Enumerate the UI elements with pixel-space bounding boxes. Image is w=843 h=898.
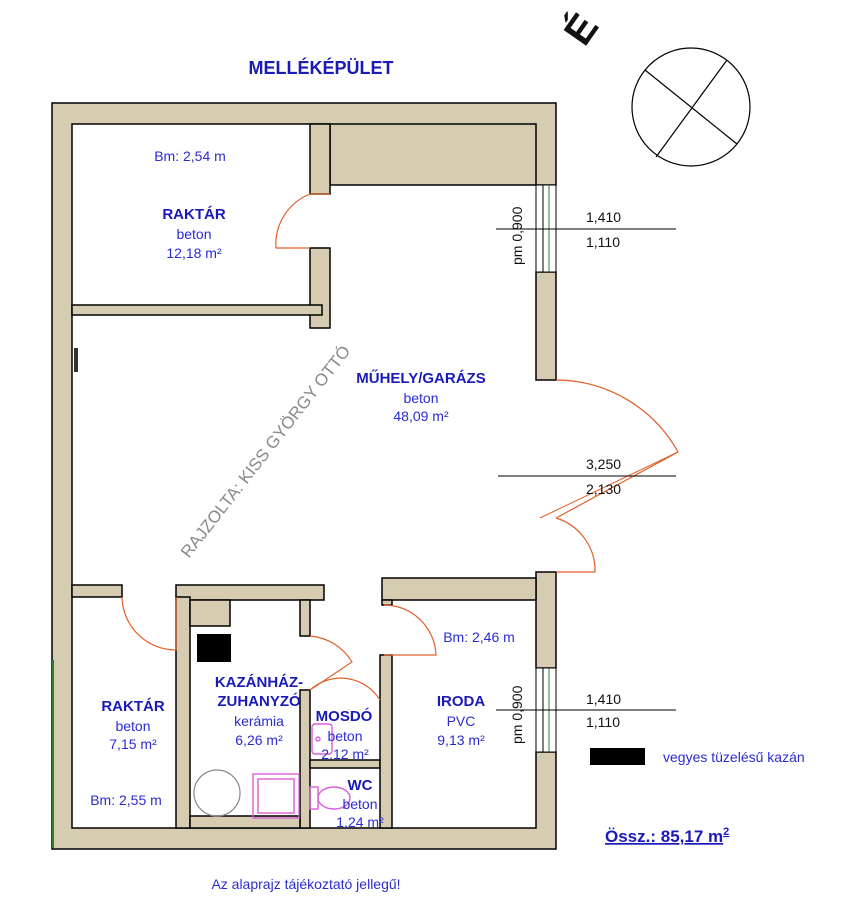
- door-raktar-top: [275, 193, 330, 249]
- wall-kazan-bottom: [189, 815, 301, 829]
- iroda-area: 9,13 m²: [437, 732, 485, 748]
- wall-right-lower: [535, 571, 557, 669]
- total-area-sup: 2: [723, 826, 729, 838]
- total-area-text: Össz.: 85,17 m: [605, 827, 723, 846]
- mosdo-name: MOSDÓ: [316, 707, 373, 725]
- sink: [311, 723, 333, 755]
- kazan-symbol: [197, 634, 231, 662]
- muhely-name: MŰHELY/GARÁZS: [356, 369, 485, 387]
- footer-note: Az alaprajz tájékoztató jellegű!: [211, 876, 400, 892]
- window-iroda-width: 1,110: [586, 714, 620, 730]
- north-label: É: [555, 6, 607, 54]
- wall-kazan-right: [299, 599, 311, 637]
- iroda-name: IRODA: [437, 693, 486, 710]
- gate-width: 2,130: [586, 481, 621, 497]
- raktar-top-area: 12,18 m²: [166, 245, 222, 261]
- door-iroda: [383, 604, 437, 656]
- iroda-floor: PVC: [447, 713, 476, 729]
- raktar-top-name: RAKTÁR: [162, 206, 225, 223]
- iroda-height: Bm: 2,46 m: [443, 629, 515, 645]
- muhely-floor: beton: [403, 390, 438, 406]
- door-kazan: [309, 635, 353, 691]
- raktar-bottom-floor: beton: [115, 718, 150, 734]
- total-area: Össz.: 85,17 m2: [605, 826, 729, 846]
- wall-kazan-mosdo: [299, 689, 311, 829]
- wall-wc-iroda: [379, 654, 393, 829]
- wc-name: WC: [348, 777, 373, 794]
- kazanhaz-name-1: KAZÁNHÁZ-: [215, 674, 303, 691]
- window-top-sill: pm 0,900: [509, 206, 525, 265]
- shower-tray: [252, 773, 300, 819]
- wall-bottom-left: [71, 584, 123, 598]
- wall-raktar-right-lower: [309, 247, 331, 329]
- wall-raktar-bottom: [71, 304, 323, 316]
- watermark: RAJZOLTA: KISS GYÖRGY OTTÓ: [177, 342, 354, 561]
- raktar-top-height: Bm: 2,54 m: [154, 148, 226, 164]
- door-gate-upper: [555, 379, 679, 519]
- toilet: [309, 786, 351, 810]
- compass: [631, 47, 751, 167]
- wall-raktar-kazan: [175, 596, 191, 829]
- kazanhaz-name-2: ZUHANYZÓ: [217, 692, 301, 710]
- door-mosdo: [309, 677, 381, 701]
- legend-kazan-symbol: [590, 748, 645, 765]
- muhely-area: 48,09 m²: [393, 408, 449, 424]
- wall-bottom-right: [381, 577, 537, 601]
- window-iroda-height: 1,410: [586, 691, 621, 707]
- raktar-bottom-name: RAKTÁR: [101, 698, 164, 715]
- wall-bottom-center: [175, 584, 325, 601]
- window-top-height: 1,410: [586, 209, 621, 225]
- window-iroda-sill: pm 0,900: [509, 685, 525, 744]
- building-title: MELLÉKÉPÜLET: [248, 57, 393, 78]
- mosdo-area: 2,12 m²: [321, 746, 369, 762]
- door-raktar-bottom: [121, 596, 177, 651]
- door-gate-lower: [555, 517, 596, 573]
- window-top-width: 1,110: [586, 234, 620, 250]
- wall-kazan-inner: [189, 599, 231, 627]
- wall-right-mid: [535, 271, 557, 381]
- doors: [121, 193, 679, 701]
- legend-kazan-label: vegyes tüzelésű kazán: [663, 749, 805, 765]
- gate-height: 3,250: [586, 456, 621, 472]
- kazanhaz-floor: kerámia: [234, 713, 284, 729]
- shower-tray-round: [193, 769, 241, 817]
- raktar-bottom-height: Bm: 2,55 m: [90, 792, 162, 808]
- wall-raktar-right-upper: [309, 123, 331, 195]
- kazanhaz-area: 6,26 m²: [235, 732, 283, 748]
- gate-leaf: [539, 451, 679, 519]
- wall-iroda-top: [381, 599, 393, 606]
- wc-area: 1,24 m²: [336, 814, 384, 830]
- mosdo-floor: beton: [327, 728, 362, 744]
- raktar-top-floor: beton: [176, 226, 211, 242]
- wall-stub-left: [74, 348, 78, 372]
- raktar-bottom-area: 7,15 m²: [109, 736, 157, 752]
- wc-floor: beton: [342, 796, 377, 812]
